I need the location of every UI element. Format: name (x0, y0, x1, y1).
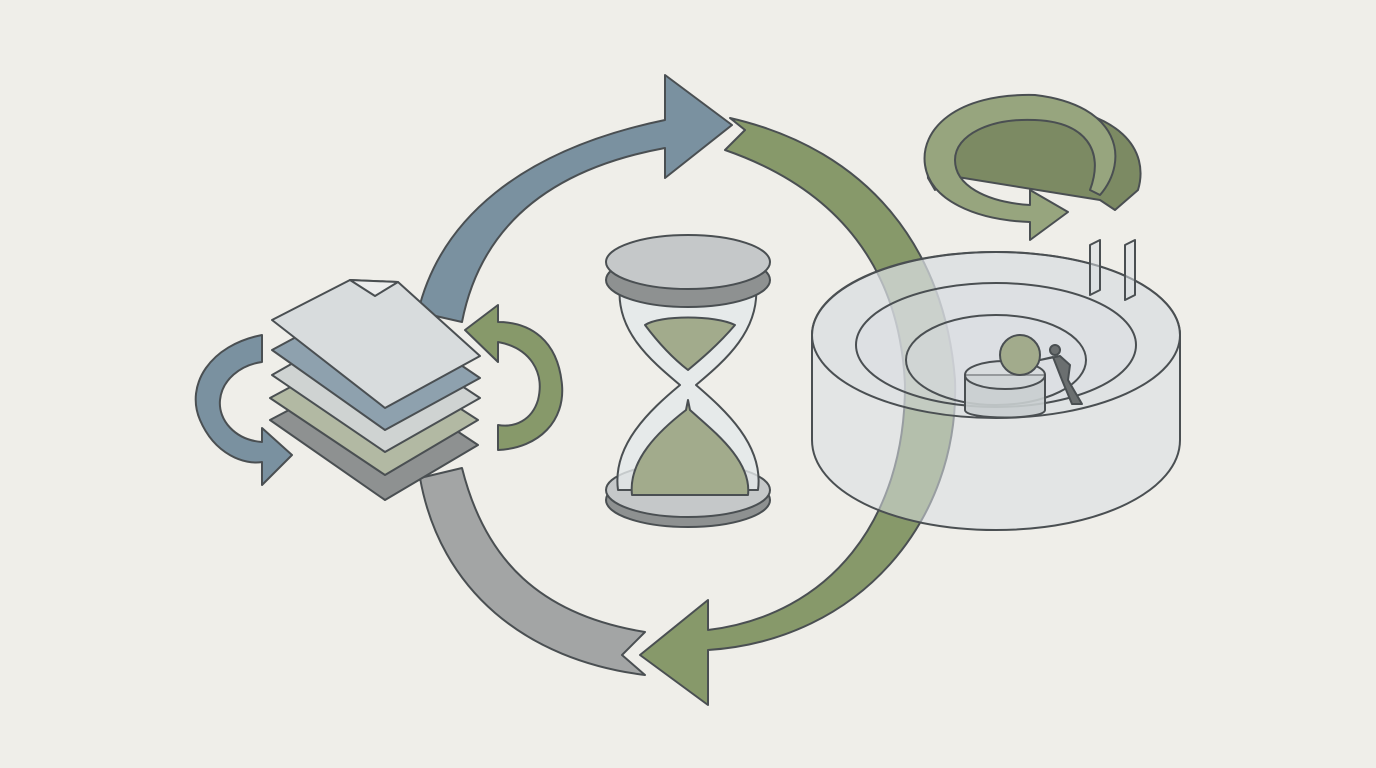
small-blue-loop-arrow (194, 334, 293, 486)
maze-icon (811, 239, 1181, 531)
hourglass-icon (605, 234, 771, 528)
paper-stack-icon (269, 279, 481, 501)
gray-cycle-arrow (419, 467, 646, 676)
boulder-icon (999, 334, 1041, 376)
blue-cycle-arrow (417, 74, 733, 323)
person-pushing-boulder-icon (1039, 344, 1083, 405)
loop-arrow-icon (923, 93, 1142, 241)
small-green-loop-arrow (464, 304, 564, 451)
